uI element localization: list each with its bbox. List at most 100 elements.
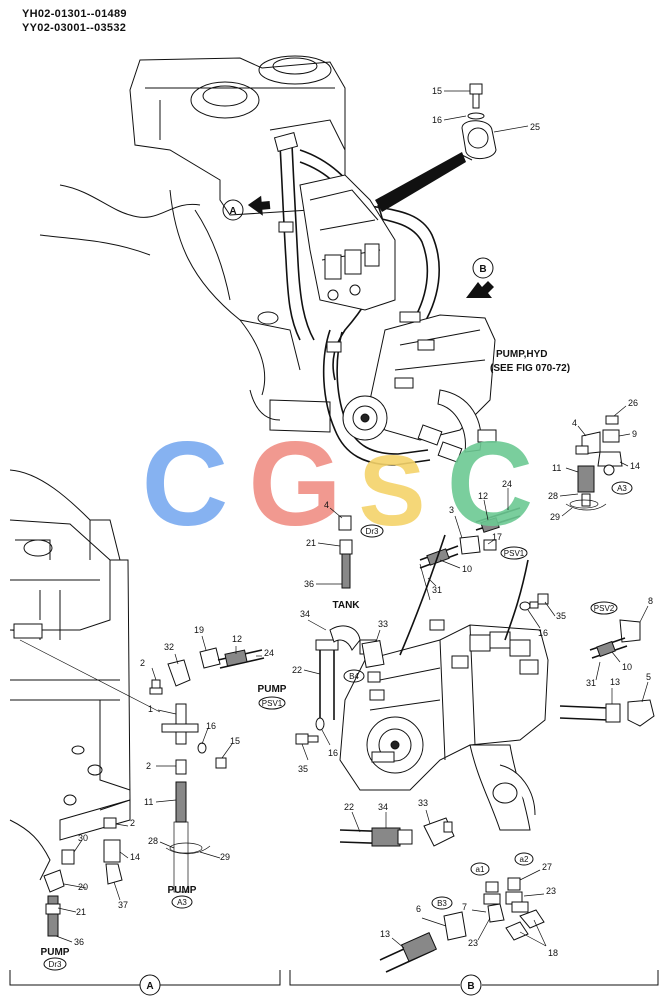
part-32: 32 <box>164 642 174 652</box>
part-4-right: 4 <box>572 418 577 428</box>
hyd-pump-top <box>342 311 497 463</box>
part-33: 33 <box>378 619 388 629</box>
part-28-left: 28 <box>148 836 158 846</box>
section-label-a: A <box>139 974 161 996</box>
svg-text:PSV1: PSV1 <box>504 549 525 558</box>
svg-text:Dr3: Dr3 <box>49 960 62 969</box>
part-13-right: 13 <box>610 677 620 687</box>
svg-text:PSV1: PSV1 <box>262 699 283 708</box>
part-37: 37 <box>118 900 128 910</box>
fittings-bottom-right <box>379 877 545 973</box>
fittings-lower-right <box>339 817 455 847</box>
pump-a3-label: PUMP <box>168 885 197 896</box>
part-19: 19 <box>194 625 204 635</box>
svg-text:a2: a2 <box>520 855 529 864</box>
svg-text:B4: B4 <box>349 672 359 681</box>
part-2-middle: 2 <box>146 761 151 771</box>
pump-hyd-label: PUMP,HYD <box>496 349 548 360</box>
part-14-left: 14 <box>130 852 140 862</box>
serial-range-2: YY02-03001--03532 <box>22 22 127 34</box>
part-23-upper: 23 <box>546 886 556 896</box>
part-21-center: 21 <box>306 538 316 548</box>
part-7: 7 <box>462 902 467 912</box>
pump-psv1-label: PUMP <box>258 684 287 695</box>
part-20: 20 <box>78 882 88 892</box>
part-33-lower: 33 <box>418 798 428 808</box>
part-35-right: 35 <box>556 611 566 621</box>
part-3: 3 <box>449 505 454 515</box>
svg-text:B3: B3 <box>437 899 447 908</box>
port-tags: Dr3 PSV1 A3 PSV2 B4 a1 a2 B3 PSV1 A3 Dr3 <box>43 481 633 971</box>
part-27: 27 <box>542 862 552 872</box>
part-11-left: 11 <box>144 797 153 807</box>
view-marker-b: B <box>466 257 494 298</box>
part-9: 9 <box>632 429 637 439</box>
part-10-right: 10 <box>622 662 632 672</box>
part-24-left: 24 <box>264 648 274 658</box>
fittings-upper-right <box>565 415 623 511</box>
part-16-left-a: 16 <box>206 721 216 731</box>
part-29-right: 29 <box>550 512 560 522</box>
fittings-right-side <box>559 619 655 727</box>
svg-text:A: A <box>229 206 236 217</box>
see-fig-label: (SEE FIG 070-72) <box>490 363 570 374</box>
part-21-left: 21 <box>76 907 86 917</box>
part-11-right: 11 <box>552 463 561 473</box>
part-12-left: 12 <box>232 634 242 644</box>
part-29-left: 29 <box>220 852 230 862</box>
watermark-letter-c2: C <box>447 417 534 551</box>
part-17: 17 <box>492 532 502 542</box>
part-15: 15 <box>432 86 442 96</box>
leader-lines <box>55 90 649 949</box>
part-6: 6 <box>416 904 421 914</box>
part-8: 8 <box>648 596 653 606</box>
svg-text:A: A <box>146 981 153 992</box>
part-12-center: 12 <box>478 491 488 501</box>
part-15-left: 15 <box>230 736 240 746</box>
control-valve <box>299 174 396 311</box>
part-16-left: 16 <box>328 748 338 758</box>
part-2-upper: 2 <box>140 658 145 668</box>
watermark-letter-c1: C <box>142 417 229 551</box>
part-4-center: 4 <box>324 500 329 510</box>
svg-text:Dr3: Dr3 <box>366 527 379 536</box>
watermark-letter-s: S <box>359 435 426 547</box>
part-34: 34 <box>300 609 310 619</box>
part-14-right: 14 <box>630 461 640 471</box>
pump-dr3-label: PUMP <box>41 947 70 958</box>
machine-outline <box>39 55 346 433</box>
view-marker-a: A <box>222 195 271 221</box>
part-5: 5 <box>646 672 651 682</box>
part-34-lower: 34 <box>378 802 388 812</box>
svg-text:B: B <box>479 264 486 275</box>
clamp-assembly <box>461 83 497 161</box>
serial-range-1: YH02-01301--01489 <box>22 8 127 20</box>
svg-text:a1: a1 <box>476 865 485 874</box>
tank-label: TANK <box>332 600 360 611</box>
part-36-left: 36 <box>74 937 84 947</box>
clamp-leader <box>375 152 466 212</box>
bolts-center <box>295 593 549 745</box>
part-31-center: 31 <box>432 585 442 595</box>
svg-text:B: B <box>467 981 474 992</box>
part-2-lower: 2 <box>130 818 135 828</box>
part-28-right: 28 <box>548 491 558 501</box>
part-24-center: 24 <box>502 479 512 489</box>
part-22-lower: 22 <box>344 802 354 812</box>
part-16-right: 16 <box>538 628 548 638</box>
part-10-center: 10 <box>462 564 472 574</box>
watermark-letter-g: G <box>248 417 341 551</box>
section-brackets <box>9 970 659 986</box>
part-25: 25 <box>530 122 540 132</box>
svg-text:A3: A3 <box>617 484 627 493</box>
part-22: 22 <box>292 665 302 675</box>
watermark: C G S C <box>142 417 534 551</box>
engine-block-left <box>9 469 161 881</box>
part-13-bottom: 13 <box>380 929 390 939</box>
section-label-b: B <box>460 974 482 996</box>
part-26: 26 <box>628 398 638 408</box>
part-numbers: 15 16 25 26 4 9 14 11 28 29 4 3 12 24 17… <box>74 86 653 958</box>
part-18: 18 <box>548 948 558 958</box>
part-23-lower: 23 <box>468 938 478 948</box>
